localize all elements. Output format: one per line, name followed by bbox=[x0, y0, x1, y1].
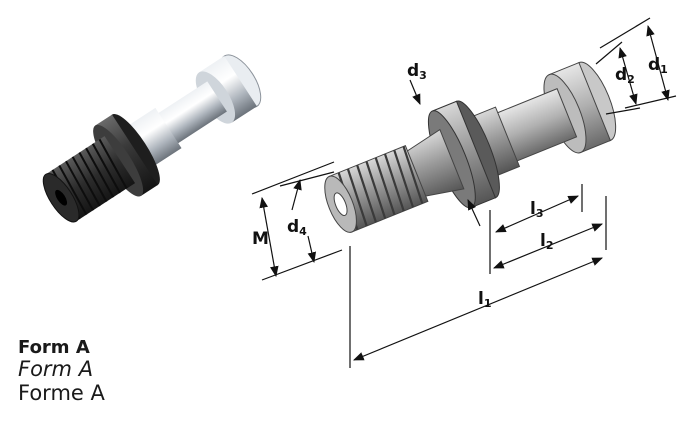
dim-d4-arrow-bot bbox=[307, 235, 317, 264]
stud-neck bbox=[156, 81, 227, 145]
dim-d1-line bbox=[646, 24, 670, 102]
drawing-bore bbox=[333, 192, 348, 216]
label-l2: l2 bbox=[540, 231, 553, 252]
pull-stud-drawing bbox=[324, 61, 617, 233]
label-d2: d2 bbox=[615, 65, 635, 86]
dim-d4-arrow-top bbox=[291, 178, 302, 211]
caption-english: Form A bbox=[18, 357, 94, 382]
dim-l2-line bbox=[492, 223, 604, 269]
pull-stud-photo bbox=[42, 54, 262, 223]
dimension-lines bbox=[251, 17, 677, 368]
label-m: M bbox=[252, 229, 269, 249]
dim-m-line bbox=[259, 196, 279, 278]
stud-bore bbox=[55, 189, 68, 206]
dim-l3-line bbox=[495, 195, 579, 233]
caption-german: Form A bbox=[18, 337, 90, 358]
label-l1: l1 bbox=[478, 289, 491, 310]
label-d3: d3 bbox=[407, 61, 427, 82]
form-caption: Form A Form A Forme A bbox=[18, 337, 105, 405]
dim-d2-line bbox=[618, 46, 638, 106]
label-l3: l3 bbox=[530, 199, 543, 220]
label-d4: d4 bbox=[287, 217, 307, 238]
stud-head bbox=[199, 56, 257, 123]
dim-l1-line bbox=[353, 257, 603, 361]
label-d1: d1 bbox=[648, 55, 668, 76]
dim-d3-line bbox=[409, 79, 421, 105]
stud-shank bbox=[121, 107, 182, 170]
caption-french: Forme A bbox=[18, 380, 105, 405]
